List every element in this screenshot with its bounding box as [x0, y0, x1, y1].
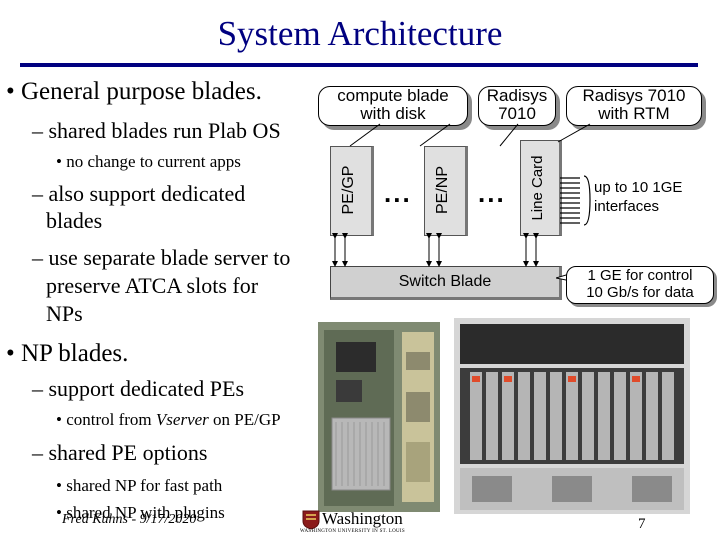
footer-author: Fred Kuhns - 9/17/2020 — [62, 512, 197, 527]
blade-board-photo — [318, 322, 440, 512]
bullet-no-change: • no change to current apps — [56, 152, 241, 171]
control-prefix: • control from — [56, 410, 156, 429]
bullet-dedicated-line1: – also support dedicated — [32, 181, 246, 206]
interface-ports — [560, 175, 591, 226]
bullet-fast-path: • shared NP for fast path — [56, 476, 223, 495]
switch-blade: Switch Blade — [330, 266, 562, 300]
interfaces-line1: up to 10 1GE — [594, 179, 683, 196]
bullet-shared-blades: – shared blades run Plab OS — [32, 118, 281, 143]
page-number: 7 — [638, 516, 646, 532]
compute-label-line1: compute blade — [337, 86, 449, 105]
ellipsis-np: ... — [478, 178, 506, 208]
bullet-separate-line2: preserve ATCA slots for — [46, 273, 259, 298]
bullet-shared-pe: – shared PE options — [32, 440, 208, 465]
switch-callout: 1 GE for control 10 Gb/s for data — [566, 266, 714, 304]
radisys-callout: Radisys 7010 — [478, 86, 556, 126]
footer-logo-subtitle: WASHINGTON UNIVERSITY IN ST. LOUIS — [300, 529, 405, 534]
pe-gp-blade — [330, 146, 374, 236]
atca-chassis-photo — [454, 318, 690, 514]
radisys-label-line1: Radisys — [486, 86, 548, 105]
bullet-dedicated-line2: blades — [46, 208, 103, 233]
control-bandwidth-line1: 1 GE for control — [587, 267, 693, 284]
slot-to-switch-arrows — [332, 233, 539, 267]
rtm-label-line1: Radisys 7010 — [582, 86, 686, 105]
interfaces-note: up to 10 1GE interfaces — [594, 178, 682, 216]
bullet-separate-line1: – use separate blade server to — [32, 245, 291, 270]
control-bandwidth-line2: 10 Gb/s for data — [586, 284, 694, 301]
compute-blade-callout: compute blade with disk — [318, 86, 468, 126]
compute-label-line2: with disk — [360, 104, 426, 123]
ellipsis-gp: ... — [384, 178, 412, 208]
diagram-connectors — [332, 123, 591, 267]
control-vserver: Vserver — [155, 410, 209, 429]
interfaces-line2: interfaces — [594, 198, 660, 215]
pe-np-blade — [424, 146, 468, 236]
university-shield-icon — [302, 510, 320, 530]
bullet-plugins: • shared NP with plugins — [56, 503, 225, 522]
bullet-separate-line3: NPs — [46, 301, 83, 326]
bullet-support-pes: – support dedicated PEs — [32, 376, 245, 401]
footer-logo-text: Washington — [322, 509, 403, 528]
callout-pointers — [349, 123, 591, 147]
radisys-label-line2: 7010 — [498, 104, 536, 123]
bullet-general-purpose: • General purpose blades. — [6, 78, 262, 105]
bullet-control-from: • control from Vserver on PE/GP — [56, 410, 281, 430]
radisys-rtm-callout: Radisys 7010 with RTM — [566, 86, 702, 126]
control-suffix: on PE/GP — [208, 410, 281, 429]
bullet-np-blades: • NP blades. — [6, 340, 129, 367]
title-rule — [20, 63, 698, 67]
slide-title: System Architecture — [217, 14, 503, 53]
rtm-label-line2: with RTM — [598, 104, 670, 123]
